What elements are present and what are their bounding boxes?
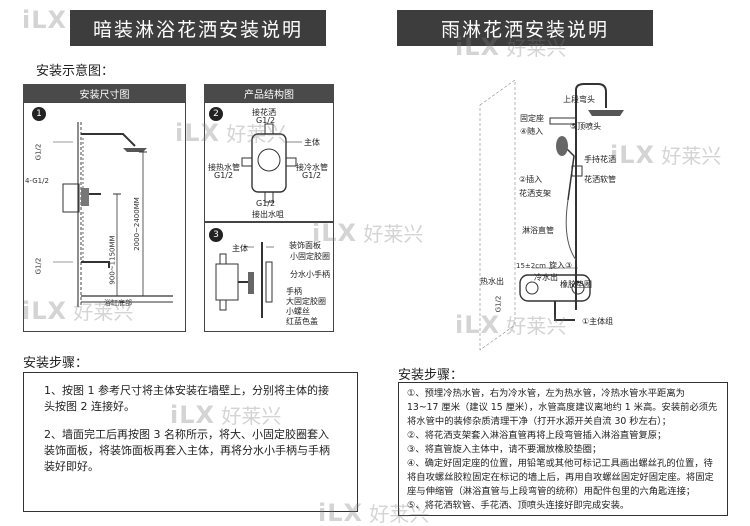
rain-straight-pipe: 淋浴直管 bbox=[522, 226, 554, 235]
panel3-red-blue: 红蓝色盖 bbox=[286, 317, 318, 326]
panel2-bottom-g: G1/2 bbox=[256, 199, 276, 208]
left-step-2: 2、墙面完工后再按图 3 名称所示，将大、小固定胶圈套入装饰面板，将装饰面板再套… bbox=[44, 428, 330, 473]
right-step-4: ④、确定好固定座的位置，用铅笔或其他可标记工具画出螺丝孔的位置，待将自攻螺丝胶粒… bbox=[407, 458, 714, 497]
panel2-hot-in: 接热水管 bbox=[208, 163, 240, 172]
panel2-bottom-port: 接出水咀 bbox=[252, 210, 284, 219]
panel2-frame bbox=[204, 102, 334, 222]
panel1-g12-low: G1/2 bbox=[34, 257, 43, 275]
panel1-number: 1 bbox=[32, 107, 46, 121]
panel1-header: 安装尺寸图 bbox=[23, 84, 186, 102]
right-step-5: ⑤、将花洒软管、手花洒、顶喷头连接好即完成安装。 bbox=[407, 500, 630, 511]
watermark-2: iLX 好莱兴 bbox=[22, 297, 134, 325]
rain-insert: ②插入 bbox=[519, 175, 543, 184]
watermark-8: iLX 好莱兴 bbox=[318, 499, 430, 526]
watermark-7: iLX 好莱兴 bbox=[455, 311, 567, 339]
panel3-small-gasket: 小固定胶圈 bbox=[290, 252, 330, 261]
right-step-3: ③、将直管旋入主体中，请不要漏放橡胶垫圈； bbox=[407, 444, 602, 455]
rain-cold-out: 冷水出 bbox=[534, 273, 558, 282]
panel3-drawing bbox=[215, 242, 274, 318]
left-steps-label: 安装步骤： bbox=[23, 356, 89, 371]
watermark-1: iLX 好莱兴 bbox=[175, 119, 287, 147]
panel2-top-g: G1/2 bbox=[256, 116, 276, 125]
rain-shower-hose: 花洒软管 bbox=[584, 175, 616, 184]
panel1-g12-mid: 4-G1/2 bbox=[25, 177, 49, 185]
panel1-frame bbox=[23, 102, 186, 332]
rain-hot-out: 热水出 bbox=[480, 277, 504, 286]
left-section-title: 暗装淋浴花洒安装说明 bbox=[70, 10, 326, 46]
panel3-main-body: 主体 bbox=[232, 244, 248, 253]
rain-fixed-seat: 固定座 bbox=[520, 114, 544, 123]
watermark-6: iLX 好莱兴 bbox=[610, 141, 722, 169]
panel2-top-port: 接花洒 bbox=[252, 108, 276, 117]
watermark-9: iLX bbox=[22, 6, 68, 34]
rain-screw-in: ④随入 bbox=[520, 127, 544, 136]
rain-upper-bend: 上段弯头 bbox=[563, 95, 595, 104]
panel2-cold-in: 接冷水管 bbox=[296, 163, 328, 172]
rain-hand-shower: 手持花洒 bbox=[584, 155, 616, 164]
panel2-header: 产品结构图 bbox=[204, 84, 334, 102]
rain-dim-150: 15±2cm bbox=[516, 262, 546, 270]
panel2-cold-g: G1/2 bbox=[302, 171, 322, 180]
right-section-title: 雨淋花洒安装说明 bbox=[397, 10, 653, 46]
right-steps-label: 安装步骤： bbox=[398, 368, 464, 383]
left-steps-box: 1、按图 1 参考尺寸将主体安装在墙壁上，分别将主体的接头按图 2 连接好。 2… bbox=[23, 372, 358, 512]
panel3-cover-plate: 装饰面板 bbox=[289, 241, 321, 250]
rain-bracket: 花洒支架 bbox=[519, 189, 551, 198]
panel1-g12-top: G1/2 bbox=[34, 143, 43, 161]
diagram-label: 安装示意图： bbox=[36, 64, 115, 79]
rain-rubber-pad: 橡胶垫圈 bbox=[560, 280, 592, 289]
panel1-drawing bbox=[53, 122, 173, 307]
panel2-hot-g: G1/2 bbox=[214, 171, 234, 180]
panel1-dim-2000: 2000~2400MM bbox=[132, 197, 141, 251]
watermark-3: iLX 好莱兴 bbox=[312, 219, 424, 247]
rain-main-body: ①主体组 bbox=[582, 317, 614, 326]
right-step-2: ②、将花洒支架套入淋浴直管再将上段弯管插入淋浴直管复原； bbox=[407, 430, 667, 441]
panel2-main-body: 主体 bbox=[304, 138, 320, 147]
panel3-number: 3 bbox=[209, 228, 223, 242]
panel3-big-gasket: 大固定胶圈 bbox=[286, 297, 326, 306]
rain-top-spray: ⑤顶喷头 bbox=[570, 122, 602, 131]
panel3-handle: 分水小手柄 bbox=[290, 270, 330, 279]
panel3-screw: 小螺丝 bbox=[286, 307, 310, 316]
panel2-number: 2 bbox=[209, 107, 223, 121]
panel1-dim-900: 900~1150MM bbox=[108, 235, 117, 285]
right-steps-box: ①、预埋冷热水管，右为冷水管，左为热水管，冷热水管水平距离为 13~17 厘米（… bbox=[398, 382, 728, 516]
rain-shower-drawing bbox=[479, 79, 624, 351]
left-step-1: 1、按图 1 参考尺寸将主体安装在墙壁上，分别将主体的接头按图 2 连接好。 bbox=[44, 384, 329, 413]
rain-rotate-in: 旋入③ bbox=[549, 261, 573, 270]
panel2-drawing bbox=[241, 123, 302, 203]
panel1-floor-label: 浴缸底部 bbox=[104, 299, 132, 307]
panel3-frame bbox=[204, 222, 334, 332]
right-step-1: ①、预埋冷热水管，右为冷水管，左为热水管，冷热水管水平距离为 13~17 厘米（… bbox=[407, 388, 718, 427]
panel3-lever: 手柄 bbox=[286, 287, 302, 296]
watermark-5: iLX 好莱兴 bbox=[455, 33, 567, 61]
watermark-4: iLX 好莱兴 bbox=[170, 401, 282, 429]
